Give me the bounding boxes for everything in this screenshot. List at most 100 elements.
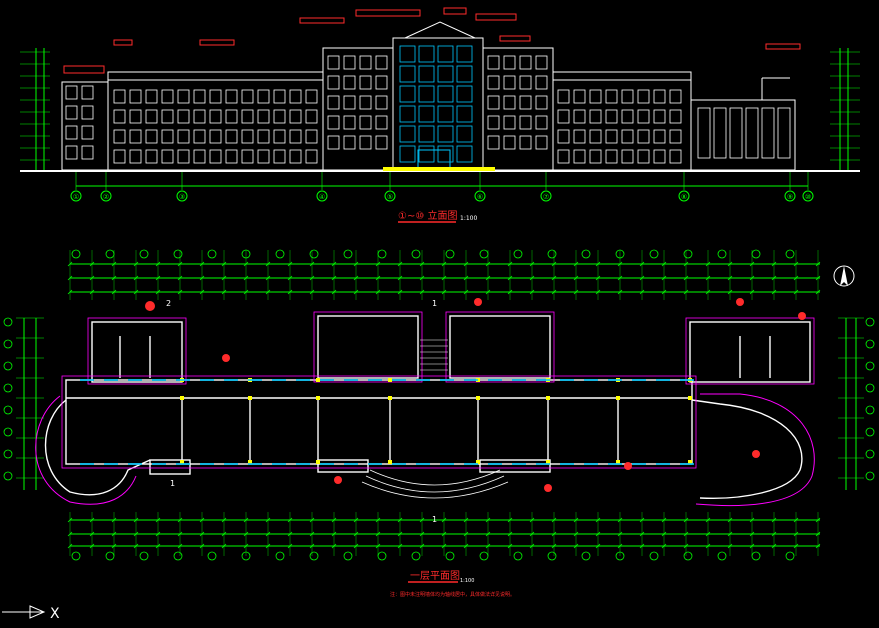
- elevation-axis-bubble: [384, 190, 396, 202]
- elevation-axis-bubble-label: ⑩: [805, 193, 811, 201]
- elevation-window: [241, 109, 254, 124]
- plan-axis-bubble: [581, 551, 591, 561]
- elevation-window: [327, 75, 340, 90]
- elevation-window: [193, 129, 206, 144]
- elevation-window: [605, 89, 618, 104]
- elevation-window: [193, 109, 206, 124]
- elevation-window: [519, 75, 532, 90]
- elevation-window: [177, 149, 190, 164]
- plan-axis-bubble: [785, 551, 795, 561]
- plan-axis-bubble: [3, 471, 13, 481]
- section-mark-top-left: 2: [166, 299, 171, 308]
- plan-column: [616, 460, 620, 464]
- elevation-window: [535, 55, 548, 70]
- plan-column: [316, 460, 320, 464]
- elevation-window: [777, 107, 791, 159]
- elevation-curtain-wall-panel: [399, 105, 416, 123]
- plan-column: [316, 378, 320, 382]
- elevation-window: [669, 89, 682, 104]
- plan-column: [180, 396, 184, 400]
- plan-axis-bubble: [3, 317, 13, 327]
- elevation-window: [653, 109, 666, 124]
- elevation-window: [305, 149, 318, 164]
- plan-column: [476, 396, 480, 400]
- plan-axis-bubble: [275, 551, 285, 561]
- floor-plan-drawing: 2 1 1 1 一层平面图 1:100 注：图中未注明墙体均为轴线居中，具体做法…: [3, 249, 875, 598]
- plan-axis-bubble: [649, 249, 659, 259]
- plan-bottom-dimensions: [70, 519, 820, 547]
- elevation-axis-bubble-label: ⑥: [477, 193, 483, 201]
- elevation-window: [589, 109, 602, 124]
- elevation-window: [65, 105, 78, 120]
- plan-column: [616, 396, 620, 400]
- elevation-window: [697, 107, 711, 159]
- section-mark-bottom-mid: 1: [432, 515, 437, 524]
- elevation-window: [503, 135, 516, 150]
- elevation-window: [273, 129, 286, 144]
- plan-column: [688, 396, 692, 400]
- plan-stair: [420, 339, 448, 371]
- elevation-window: [193, 149, 206, 164]
- plan-axis-bubble: [377, 551, 387, 561]
- elevation-window: [621, 129, 634, 144]
- elevation-curtain-wall-panel: [418, 65, 435, 83]
- elevation-window: [637, 89, 650, 104]
- plan-axis-bubble: [513, 249, 523, 259]
- elevation-curtain-wall-panel: [456, 105, 473, 123]
- elevation-window: [209, 109, 222, 124]
- plan-walls: [65, 315, 811, 475]
- elevation-window: [343, 135, 356, 150]
- elevation-window: [573, 149, 586, 164]
- elevation-curtain-wall-panel: [437, 85, 454, 103]
- plan-scale: 1:100: [460, 578, 474, 584]
- plan-axis-bubble: [683, 249, 693, 259]
- elevation-axis-bubble-label: ②: [103, 193, 109, 201]
- plan-axis-bubble: [241, 249, 251, 259]
- elevation-window: [343, 75, 356, 90]
- plan-axis-bubble: [649, 551, 659, 561]
- elevation-window: [487, 115, 500, 130]
- elevation-window: [209, 149, 222, 164]
- elevation-window: [343, 95, 356, 110]
- plan-axis-bubble: [3, 339, 13, 349]
- plan-column: [248, 396, 252, 400]
- elevation-curtain-wall-panel: [399, 65, 416, 83]
- plan-axis-bubble: [3, 405, 13, 415]
- elevation-curtain-wall-panel: [418, 145, 435, 163]
- plan-axis-bubble: [309, 249, 319, 259]
- plan-top-dimensions: [70, 263, 820, 293]
- elevation-callouts: [63, 7, 801, 74]
- elevation-window: [669, 129, 682, 144]
- plan-axis-bubble: [865, 317, 875, 327]
- elevation-window: [113, 149, 126, 164]
- elevation-curtain-wall-panel: [456, 85, 473, 103]
- elevation-window: [519, 135, 532, 150]
- elevation-window: [327, 95, 340, 110]
- elevation-window: [359, 55, 372, 70]
- elevation-window: [81, 145, 94, 160]
- north-arrow: [833, 265, 855, 287]
- plan-axis-bubble: [717, 551, 727, 561]
- elevation-window: [327, 55, 340, 70]
- elevation-window: [535, 75, 548, 90]
- elevation-window: [241, 89, 254, 104]
- plan-title: 一层平面图: [410, 570, 460, 582]
- elevation-window: [605, 109, 618, 124]
- elevation-window: [305, 109, 318, 124]
- elevation-window: [209, 129, 222, 144]
- elevation-window: [637, 129, 650, 144]
- elevation-window: [209, 89, 222, 104]
- elevation-window: [589, 129, 602, 144]
- elevation-window: [503, 115, 516, 130]
- elevation-window: [113, 129, 126, 144]
- elevation-window: [241, 129, 254, 144]
- elevation-window: [557, 149, 570, 164]
- elevation-window: [241, 149, 254, 164]
- plan-axis-bubble: [513, 551, 523, 561]
- elevation-window: [305, 89, 318, 104]
- elevation-window: [503, 55, 516, 70]
- elevation-window: [487, 95, 500, 110]
- elevation-window: [257, 149, 270, 164]
- plan-column: [688, 460, 692, 464]
